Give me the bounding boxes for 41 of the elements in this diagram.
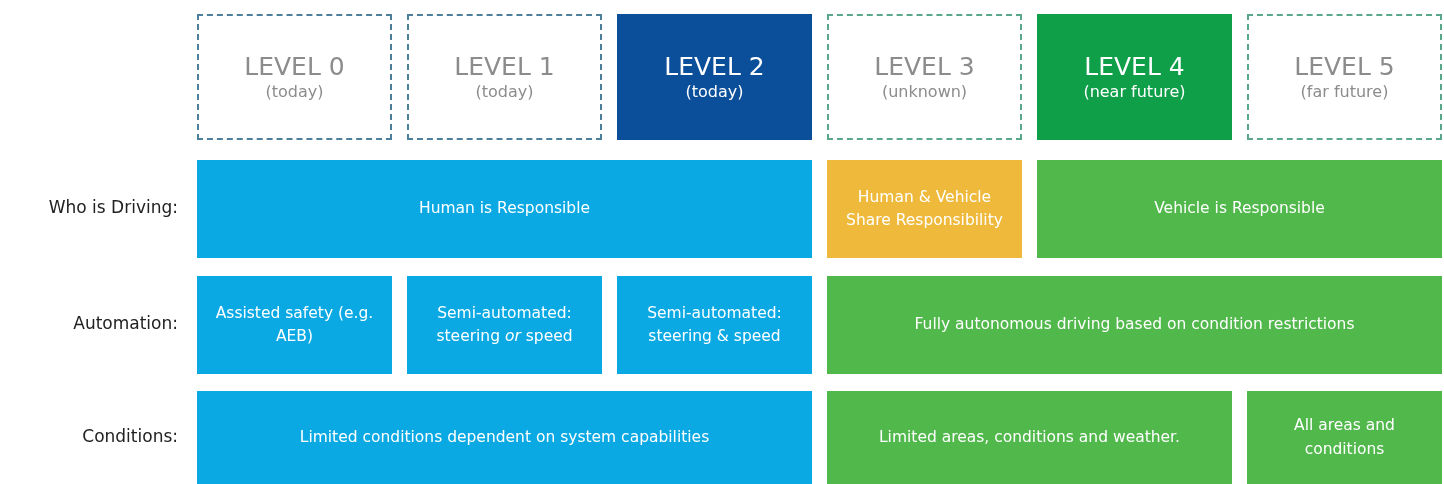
bar-text: Vehicle is Responsible xyxy=(1154,198,1325,220)
category-bar xyxy=(197,160,812,258)
bar-text: Human is Responsible xyxy=(419,198,590,220)
category-bar xyxy=(617,276,812,374)
row-label: Who is Driving: xyxy=(47,197,178,217)
level-title: LEVEL 4 xyxy=(1084,50,1185,83)
bar-text: Semi-automated: steering & speed xyxy=(646,302,783,347)
bar-text: All areas and conditions xyxy=(1293,415,1396,460)
bar-text: Limited conditions dependent on system capabilities xyxy=(299,426,710,448)
level-title: LEVEL 1 xyxy=(454,50,555,83)
level-card xyxy=(197,14,392,140)
level-title: LEVEL 5 xyxy=(1294,50,1395,83)
row-label: Automation: xyxy=(72,313,178,333)
bar-text: Assisted safety (e.g. AEB) xyxy=(214,302,375,347)
level-card xyxy=(617,14,812,140)
level-timeframe: (today) xyxy=(685,82,744,103)
category-bar xyxy=(407,276,602,374)
level-timeframe: (unknown) xyxy=(881,82,968,103)
category-bar xyxy=(827,276,1442,374)
category-bar xyxy=(197,276,392,374)
level-title: LEVEL 2 xyxy=(664,50,765,83)
level-card xyxy=(1247,14,1442,140)
category-bar xyxy=(1037,160,1442,258)
level-card xyxy=(1037,14,1232,140)
bar-text: Limited areas, conditions and weather. xyxy=(879,426,1180,448)
level-title: LEVEL 3 xyxy=(874,50,975,83)
bar-text: Fully autonomous driving based on condition restrictions xyxy=(914,314,1355,336)
level-title: LEVEL 0 xyxy=(244,50,345,83)
level-card xyxy=(827,14,1022,140)
level-timeframe: (far future) xyxy=(1300,82,1389,103)
category-bar xyxy=(827,160,1022,258)
bar-text: Semi-automated: steering or speed xyxy=(435,302,574,347)
level-timeframe: (today) xyxy=(265,82,324,103)
bar-text: Human & Vehicle Share Responsibility xyxy=(845,186,1004,231)
level-card xyxy=(407,14,602,140)
level-timeframe: (near future) xyxy=(1083,82,1186,103)
category-bar xyxy=(1247,391,1442,484)
category-bar xyxy=(827,391,1232,484)
level-timeframe: (today) xyxy=(475,82,534,103)
category-bar xyxy=(197,391,812,484)
row-label: Conditions: xyxy=(81,425,178,446)
